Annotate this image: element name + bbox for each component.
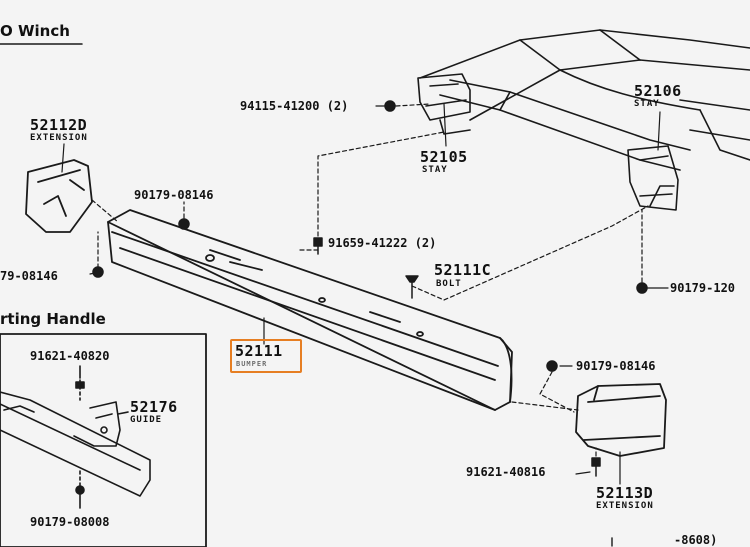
part-number-52111c[interactable]: 52111C [434, 261, 492, 279]
part-number-79-08146[interactable]: 79-08146 [0, 269, 58, 283]
section-heading-inset: rting Handle [0, 310, 106, 328]
part-number-90179-08008[interactable]: 90179-08008 [30, 515, 110, 529]
part-number-94115-41200[interactable]: 94115-41200 (2) [240, 99, 349, 113]
fasteners [92, 100, 648, 477]
part-number-52176[interactable]: 52176 [130, 398, 178, 416]
part-number-91621-40816[interactable]: 91621-40816 [466, 465, 546, 479]
part-name-52112d: EXTENSION [30, 133, 88, 143]
part-name-52106: STAY [634, 99, 660, 109]
part-name-52111c: BOLT [436, 279, 462, 289]
part-number-91659-41222[interactable]: 91659-41222 (2) [328, 236, 437, 250]
stay-52105-shape [417, 73, 471, 135]
extension-52112d-shape [25, 159, 93, 233]
part-number-52112d[interactable]: 52112D [30, 116, 88, 134]
reference-number: -8608) [674, 533, 718, 547]
part-number-91621-40820[interactable]: 91621-40820 [30, 349, 110, 363]
part-name-52105: STAY [422, 165, 448, 175]
part-number-90179-08146-right[interactable]: 90179-08146 [576, 359, 656, 373]
assembly-dash-lines [91, 103, 649, 457]
part-number-52106[interactable]: 52106 [634, 82, 682, 100]
leader-lines [61, 103, 669, 485]
bumper-52111-shape [107, 209, 513, 411]
highlight-box-52111 [230, 339, 302, 373]
part-number-52105[interactable]: 52105 [420, 148, 468, 166]
part-number-52113d[interactable]: 52113D [596, 484, 654, 502]
part-number-90179-08146-top[interactable]: 90179-08146 [134, 188, 214, 202]
part-number-90179-120[interactable]: 90179-120 [670, 281, 736, 295]
part-number-52111[interactable]: 52111 [235, 342, 283, 360]
inset-frame [0, 333, 207, 547]
part-name-52113d: EXTENSION [596, 501, 654, 511]
inset-contents [0, 365, 151, 509]
section-heading-winch: O Winch [0, 22, 70, 40]
extension-52113d-shape [575, 383, 667, 457]
part-name-52111: BUMPER [236, 360, 268, 368]
stay-52106-shape [627, 145, 679, 211]
part-name-52176: GUIDE [130, 415, 163, 425]
